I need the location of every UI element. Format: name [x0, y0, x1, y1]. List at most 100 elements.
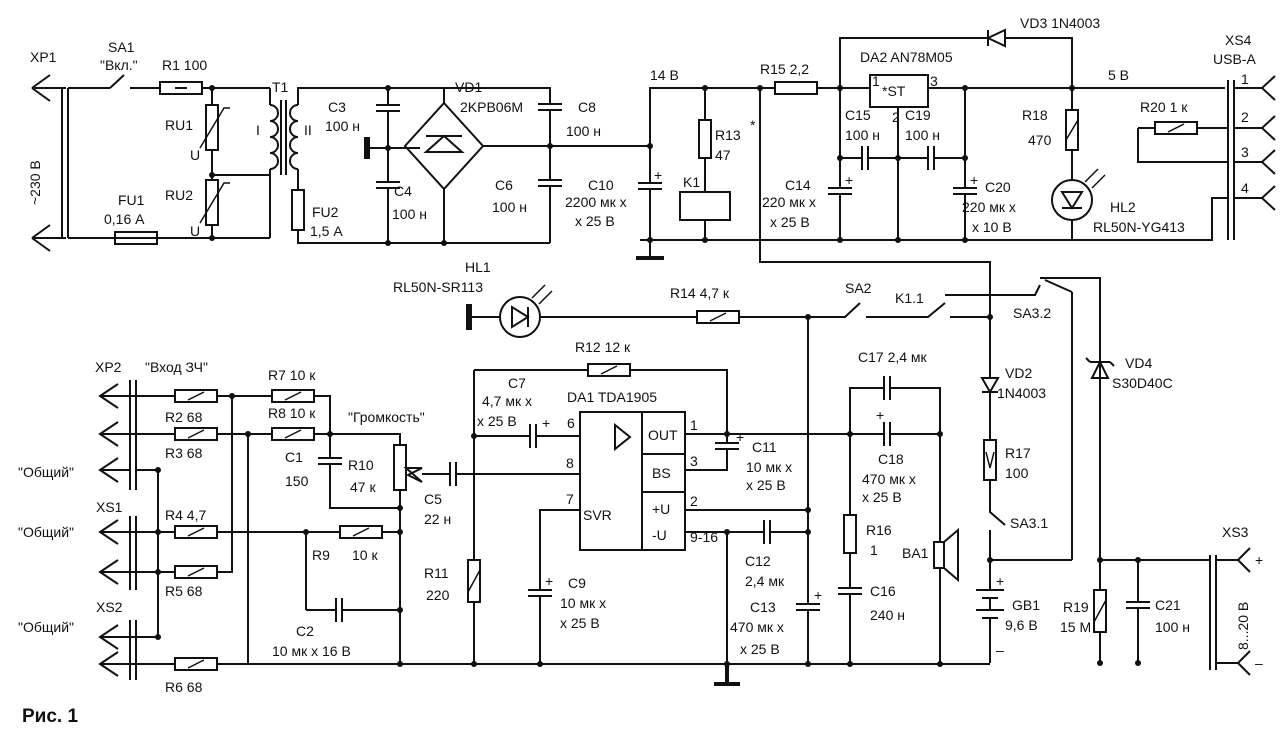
- label-gb1-plus: +: [996, 573, 1004, 589]
- resistor-r15: [774, 81, 818, 95]
- label-c1-val: 150: [285, 473, 309, 489]
- label-c2-val: 10 мк х 16 В: [272, 643, 351, 659]
- label-c15-val: 100 н: [845, 127, 880, 143]
- label-fu1-val: 0,16 А: [104, 211, 145, 227]
- label-gb1-minus: –: [996, 642, 1004, 658]
- label-r16-val: 1: [870, 542, 878, 558]
- label-gb1: GB1: [1012, 597, 1040, 613]
- label-c11: C11: [752, 439, 777, 455]
- label-mains: ~230 В: [27, 160, 43, 205]
- label-c7-val1: 4,7 мк х: [482, 393, 532, 409]
- label-c17: C17 2,4 мк: [858, 349, 928, 365]
- label-r4: R4 4,7: [165, 507, 206, 523]
- resistor-r16: [843, 514, 857, 554]
- label-hl1-type: RL50N-SR113: [393, 279, 483, 295]
- label-hl1: HL1: [465, 259, 491, 275]
- switch-section: HL1 RL50N-SR113 R14 4,7 к SA2 K1.1 SA3.2…: [393, 259, 1173, 560]
- led-hl2: [1051, 179, 1093, 221]
- label-da1: DA1 TDA1905: [567, 389, 657, 405]
- label-r9: R9: [312, 547, 330, 563]
- label-c12-val: 2,4 мк: [745, 573, 785, 589]
- label-r13: R13: [715, 127, 741, 143]
- label-c18-plus: +: [876, 407, 884, 423]
- label-xs3-minus: –: [1255, 655, 1263, 671]
- label-14v: 14 В: [650, 67, 679, 83]
- label-c20-plus: +: [970, 172, 978, 188]
- label-r6: R6 68: [165, 679, 203, 695]
- label-xs3: XS3: [1222, 524, 1249, 540]
- label-c6: C6: [495, 177, 513, 193]
- label-r9-val: 10 к: [352, 547, 378, 563]
- ground-marker: [364, 137, 370, 159]
- connector-xs4: [1227, 75, 1276, 240]
- label-c11-val2: х 25 В: [746, 477, 786, 493]
- label-c20-val2: х 10 В: [972, 219, 1012, 235]
- label-c13-val1: 470 мк х: [730, 619, 784, 635]
- label-c15: C15: [845, 107, 871, 123]
- label-da1-svr: SVR: [583, 507, 612, 523]
- label-r10: R10: [348, 457, 374, 473]
- label-xp2: XP2: [95, 359, 122, 375]
- label-vd4-type: S30D40C: [1112, 375, 1173, 391]
- mains-section: XP1 ~230 В SA1 "Вкл." R1 100 RU1 U RU2 U…: [27, 15, 1276, 315]
- resistor-r17: [983, 439, 997, 481]
- label-r13-star: *: [750, 117, 756, 133]
- label-c3: C3: [328, 99, 346, 115]
- label-obsh2: "Общий": [18, 524, 74, 540]
- label-r8: R8 10 к: [268, 405, 316, 421]
- label-da2-pin1: 1: [872, 73, 880, 89]
- label-c12: C12: [745, 553, 771, 569]
- label-c20: C20: [985, 179, 1011, 195]
- label-r2: R2 68: [165, 409, 203, 425]
- label-da2-pin2: 2: [892, 109, 900, 125]
- transformer-t1: [269, 87, 388, 238]
- label-vd2: VD2: [1005, 365, 1032, 381]
- label-c19: C19: [905, 107, 931, 123]
- label-ba1: BA1: [902, 545, 929, 561]
- label-c20-val1: 220 мк х: [962, 199, 1016, 215]
- label-c6-val: 100 н: [492, 199, 527, 215]
- label-c9-plus: +: [545, 573, 553, 589]
- label-c14: C14: [785, 177, 811, 193]
- label-da1-mu: -U: [652, 527, 667, 543]
- label-k11: K1.1: [895, 290, 924, 306]
- label-r18-val: 470: [1028, 132, 1052, 148]
- label-xs4-type: USB-A: [1213, 51, 1256, 67]
- label-c7: C7: [508, 375, 526, 391]
- led-hl1: [499, 296, 541, 338]
- label-c18-val1: 470 мк х: [862, 471, 916, 487]
- resistor-r13: [698, 119, 712, 159]
- label-c8-val: 100 н: [566, 123, 601, 139]
- label-xs2: XS2: [96, 599, 123, 615]
- label-r19: R19: [1063, 599, 1089, 615]
- label-r11: R11: [424, 565, 449, 581]
- label-u2: U: [190, 223, 200, 239]
- label-c14-val2: х 25 В: [770, 214, 810, 230]
- label-sa31: SA3.1: [1010, 515, 1048, 531]
- label-c11-plus: +: [736, 429, 744, 445]
- label-r19-val: 15 М: [1060, 619, 1091, 635]
- label-c21: C21: [1155, 597, 1181, 613]
- label-c1: C1: [285, 449, 303, 465]
- label-gromk: "Громкость": [348, 409, 425, 425]
- label-hl2-type: RL50N-YG413: [1093, 219, 1185, 235]
- label-r20: R20 1 к: [1140, 99, 1188, 115]
- label-c10-val2: х 25 В: [575, 213, 615, 229]
- label-r16: R16: [866, 522, 892, 538]
- label-da1-p1: 1: [690, 417, 698, 433]
- label-xs4-p1: 1: [1241, 71, 1249, 87]
- label-r14: R14 4,7 к: [670, 285, 730, 301]
- bridge-vd1: [388, 87, 550, 243]
- label-gb1-val: 9,6 В: [1005, 617, 1038, 633]
- label-obsh1: "Общий": [18, 464, 74, 480]
- label-obsh3: "Общий": [18, 619, 74, 635]
- label-r5: R5 68: [165, 583, 203, 599]
- label-c10: C10: [588, 177, 614, 193]
- label-da1-p7: 7: [566, 491, 574, 507]
- label-k1: K1: [683, 174, 700, 190]
- label-t1: T1: [272, 79, 289, 95]
- label-c16: C16: [870, 583, 896, 599]
- label-sa1: SA1: [108, 39, 135, 55]
- battery-section: VD2 1N4003 R17 100 SA3.1 + – GB1 9,6 В R…: [976, 317, 1263, 676]
- label-vd2-type: 1N4003: [997, 385, 1046, 401]
